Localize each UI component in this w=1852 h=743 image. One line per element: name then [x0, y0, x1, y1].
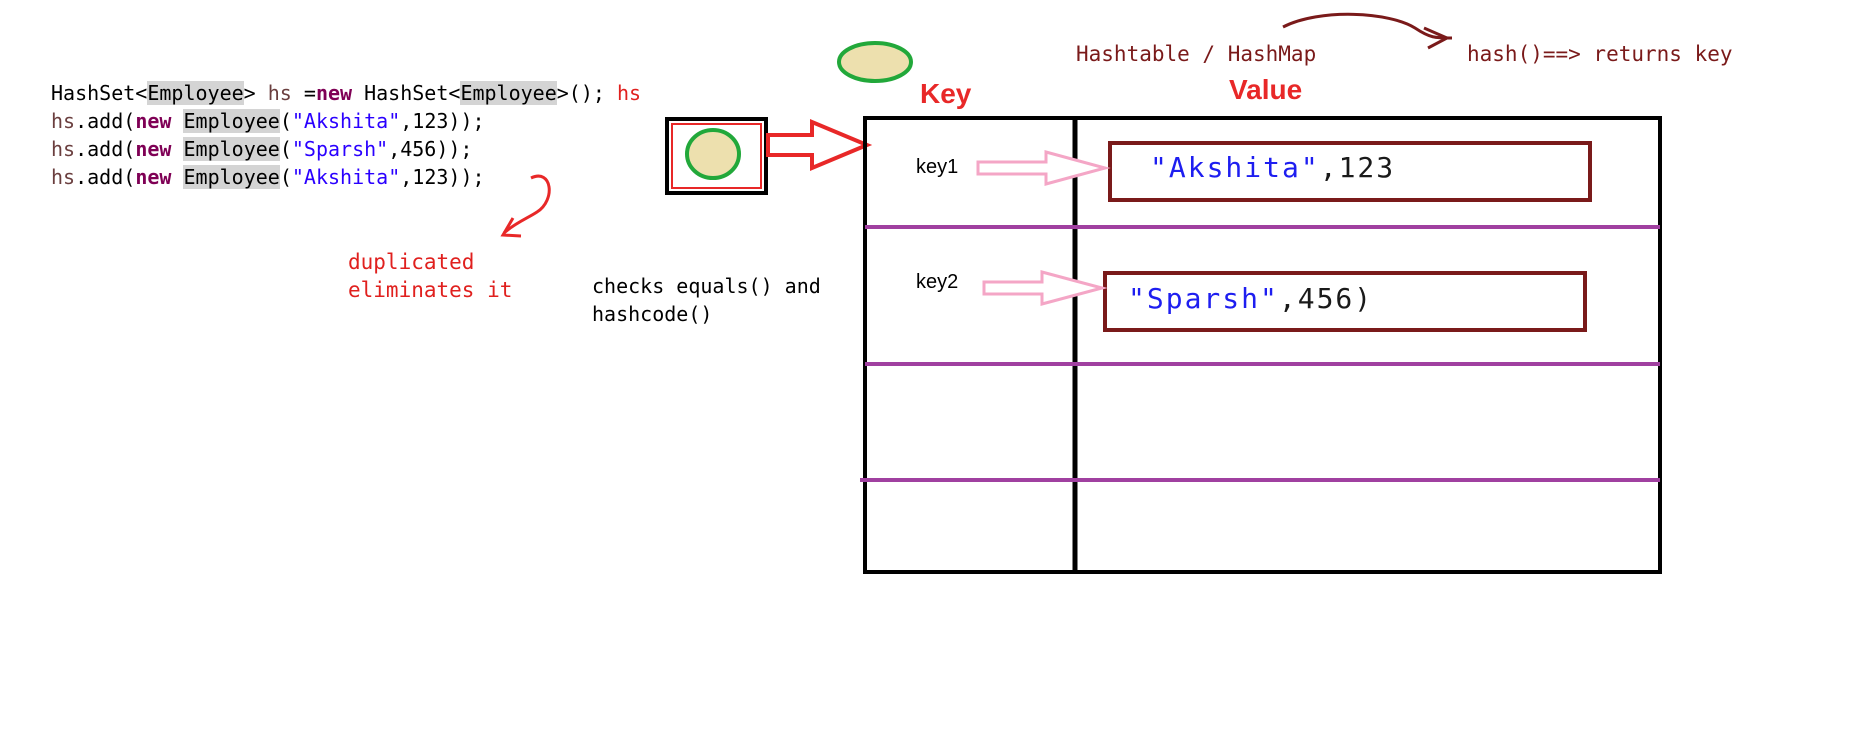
code-token: (	[279, 137, 292, 161]
code-token: Employee	[147, 81, 244, 105]
value-box-1	[1108, 141, 1592, 202]
code-token: HashSet<	[352, 81, 461, 105]
code-token: hs	[267, 81, 292, 105]
code-token: new	[135, 137, 172, 161]
hash-table	[863, 116, 1662, 574]
code-token: "Akshita"	[291, 165, 401, 189]
key2-label: key2	[916, 271, 959, 293]
duplicate-note-line-1: duplicated	[348, 250, 475, 274]
code-token: .add(	[75, 137, 136, 161]
object-oval	[685, 128, 741, 180]
code-token: hs	[616, 81, 642, 105]
hash-curve-arrowhead	[1423, 26, 1451, 50]
code-token: new	[315, 81, 353, 105]
value-heading: Value	[1229, 74, 1303, 105]
duplicate-curve-arrow	[502, 174, 551, 235]
key1-label: key1	[916, 156, 959, 178]
code-token: hs	[51, 109, 76, 133]
code-token: .add(	[75, 165, 136, 189]
code-token	[171, 137, 183, 161]
code-token: HashSet<	[51, 81, 148, 105]
code-token: hs	[51, 137, 76, 161]
code-token: new	[135, 109, 172, 133]
code-line-3: hs.add(new Employee("Sparsh",456));	[51, 135, 472, 163]
key1-to-value-arrow	[976, 150, 1111, 186]
code-token: "Sparsh"	[291, 137, 389, 161]
code-token: >();	[556, 81, 617, 105]
code-line-2: hs.add(new Employee("Akshita",123));	[51, 107, 485, 135]
code-token: new	[135, 165, 172, 189]
code-token: >	[243, 81, 268, 105]
value-2-text: "Sparsh"	[1128, 282, 1279, 315]
code-token: (	[279, 109, 292, 133]
hashtable-title: Hashtable / HashMap	[1076, 42, 1317, 66]
code-token	[171, 165, 183, 189]
key-heading: Key	[920, 78, 972, 109]
code-token: (	[279, 165, 292, 189]
value-1-number: ,123	[1319, 151, 1396, 184]
code-token: hs	[51, 165, 76, 189]
value-cell-2: "Sparsh",456)	[1128, 282, 1373, 315]
key2-to-value-arrow	[982, 270, 1108, 306]
object-box-inner	[671, 123, 762, 189]
code-token: Employee	[183, 165, 280, 189]
value-box-2	[1103, 271, 1587, 332]
duplicate-arrowhead	[500, 217, 522, 238]
code-token: ,123));	[400, 165, 485, 189]
checks-note-line-1: checks equals() and	[592, 274, 821, 298]
hash-curve-arrow	[1282, 12, 1453, 40]
code-token: "Akshita"	[291, 109, 401, 133]
code-line-1: HashSet<Employee> hs =new HashSet<Employ…	[51, 79, 641, 107]
code-token: Employee	[460, 81, 557, 105]
code-token: Employee	[183, 109, 280, 133]
hash-note: hash()==> returns key	[1467, 42, 1733, 66]
value-2-number: ,456)	[1278, 282, 1374, 315]
code-token	[171, 109, 183, 133]
duplicate-note-line-2: eliminates it	[348, 278, 513, 302]
code-token: ,456));	[388, 137, 473, 161]
code-token: =	[291, 81, 316, 105]
code-line-4: hs.add(new Employee("Akshita",123));	[51, 163, 485, 191]
value-cell-1: "Akshita",123	[1150, 151, 1395, 184]
code-token: Employee	[183, 137, 280, 161]
hash-object-oval	[837, 41, 913, 83]
value-1-text: "Akshita"	[1150, 151, 1320, 184]
insert-arrow	[766, 118, 873, 172]
code-token: ,123));	[400, 109, 485, 133]
checks-note-line-2: hashcode()	[592, 302, 713, 326]
code-token: .add(	[75, 109, 136, 133]
